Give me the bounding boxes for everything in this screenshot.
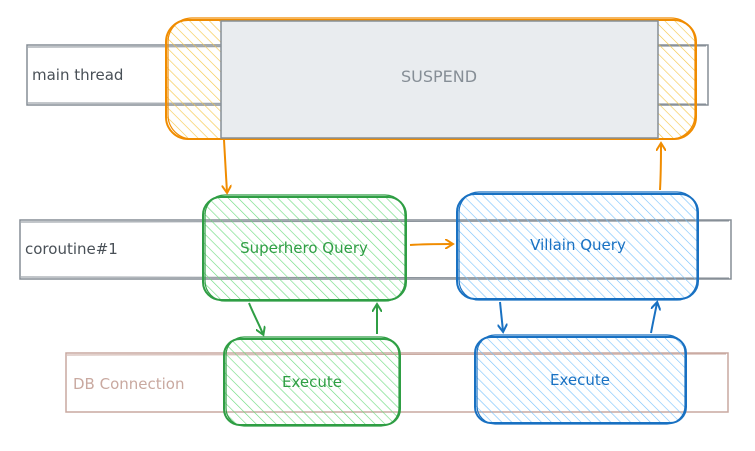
execute-left-label: Execute — [282, 373, 342, 391]
arrow-superhero-to-execute — [248, 302, 263, 334]
execute-right-box-sketch — [476, 334, 686, 425]
arrow-villain-to-main — [660, 144, 661, 191]
main-thread-label: main thread — [32, 66, 123, 84]
villain-query-box — [456, 193, 699, 300]
execute-right-label: Execute — [550, 371, 610, 389]
main-thread-active-box-sketch — [167, 17, 696, 140]
suspend-box — [220, 20, 659, 139]
superhero-query-box — [202, 196, 407, 301]
arrow-main-to-superhero — [224, 139, 227, 192]
execute-left-box — [223, 338, 401, 426]
suspend-label: SUSPEND — [401, 67, 477, 86]
execute-right-box — [474, 336, 687, 424]
coroutine-label: coroutine#1 — [25, 240, 118, 258]
arrow-execute-to-villain — [650, 303, 657, 334]
arrow-villain-to-execute — [500, 301, 503, 331]
db-connection-label: DB Connection — [73, 375, 184, 393]
villain-query-label: Villain Query — [530, 236, 626, 254]
execute-left-box-sketch — [225, 336, 400, 427]
arrow-superhero-to-villain — [409, 244, 452, 245]
villain-query-box-sketch — [458, 191, 698, 301]
superhero-query-label: Superhero Query — [240, 239, 368, 257]
superhero-query-box-sketch — [204, 194, 406, 302]
